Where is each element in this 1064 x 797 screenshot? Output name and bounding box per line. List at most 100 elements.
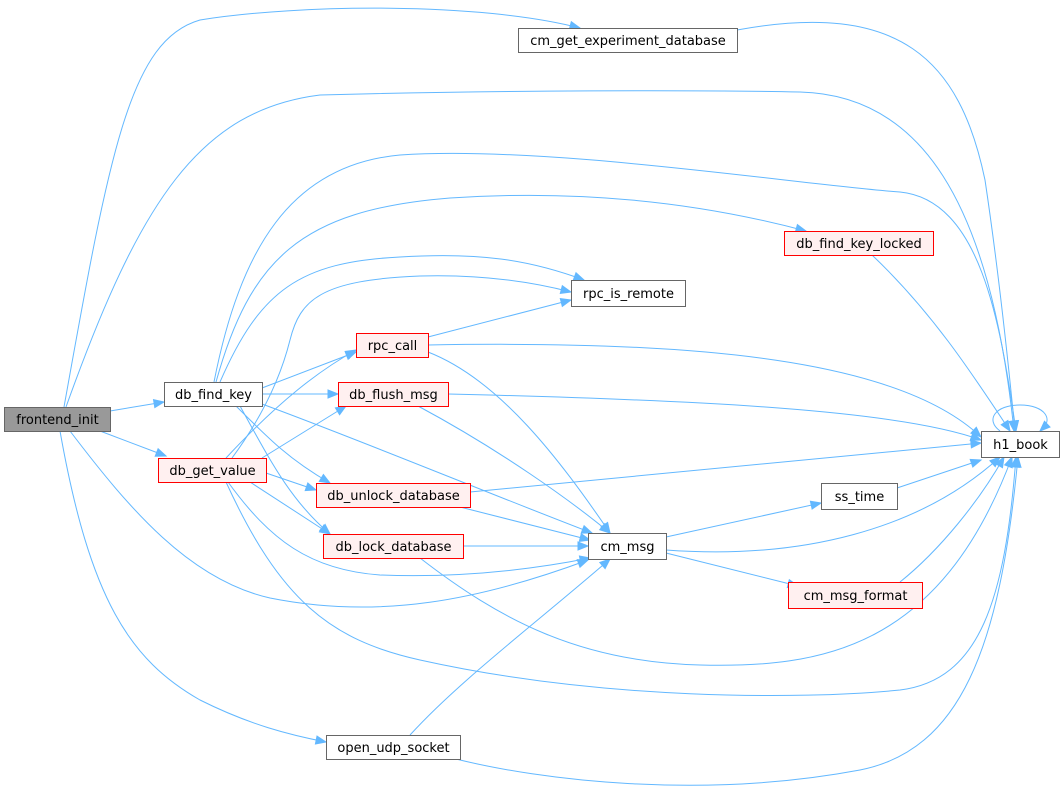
edge-line (219, 255, 585, 383)
edge-cm_msg-to-cm_msg_format (665, 552, 800, 589)
edge-db_find_key-to-h1_book (213, 152, 1020, 433)
node-box (821, 483, 898, 510)
arrowhead (1009, 419, 1020, 433)
node-box (326, 735, 461, 760)
node-label: db_unlock_database (327, 489, 460, 504)
edge-ss_time-to-h1_book (896, 458, 983, 489)
edge-db_get_value-to-db_unlock_database (265, 472, 318, 492)
node-db_unlock_database[interactable]: db_unlock_database (316, 483, 471, 508)
edge-db_find_key-to-rpc_is_remote (219, 255, 586, 383)
node-box (158, 458, 267, 483)
arrowhead (1012, 455, 1022, 468)
node-label: ss_time (835, 490, 884, 505)
edge-line (665, 552, 799, 587)
edge-frontend_init-to-h1_book (65, 90, 1018, 433)
edge-line (59, 430, 327, 743)
edge-line (239, 405, 331, 535)
node-rpc_call[interactable]: rpc_call (356, 333, 429, 358)
node-cm_get_experiment_database[interactable]: cm_get_experiment_database (518, 28, 738, 53)
edge-db_lock_database-to-h1_book (419, 455, 1013, 666)
edge-frontend_init-to-db_find_key (109, 399, 166, 412)
edge-line (871, 254, 1011, 432)
node-db_find_key[interactable]: db_find_key (164, 382, 263, 407)
edge-line (225, 349, 357, 459)
edge-line (896, 459, 982, 489)
edge-line (427, 351, 611, 534)
edge-cm_msg_format-to-h1_book (899, 455, 1005, 583)
arrowhead (1003, 455, 1013, 469)
arrowhead (152, 399, 166, 409)
edge-db_find_key_locked-to-h1_book (871, 254, 1011, 433)
node-label: db_lock_database (335, 540, 451, 555)
edge-line (665, 456, 1001, 553)
edge-db_unlock_database-to-h1_book (469, 439, 983, 493)
node-cm_msg[interactable]: cm_msg (588, 533, 667, 560)
arrowhead (344, 349, 358, 360)
node-label: h1_book (993, 438, 1048, 453)
node-cm_msg_format[interactable]: cm_msg_format (788, 582, 923, 609)
edge-line (992, 404, 1048, 432)
edge-line (409, 558, 611, 736)
arrowhead (577, 541, 590, 551)
edge-line (215, 194, 807, 383)
edge-cm_get_experiment_database-to-h1_book (736, 21, 1019, 433)
edge-db_find_key-to-db_find_key_locked (215, 194, 808, 383)
node-box (981, 431, 1060, 458)
edge-db_find_key-to-cm_msg (261, 403, 594, 534)
edge-line (419, 456, 1013, 666)
node-box (356, 333, 429, 358)
arrowhead (572, 271, 586, 281)
edge-db_get_value-to-db_lock_database (249, 481, 332, 535)
edge-line (213, 152, 1017, 432)
node-db_flush_msg[interactable]: db_flush_msg (338, 382, 449, 407)
arrowhead (969, 458, 983, 468)
edge-line (249, 481, 331, 535)
edge-db_get_value-to-db_flush_msg (261, 405, 348, 459)
node-box (323, 534, 464, 559)
edge-db_get_value-to-rpc_is_remote (231, 275, 573, 459)
arrowhead (598, 558, 612, 570)
node-open_udp_socket[interactable]: open_udp_socket (326, 735, 461, 760)
arrowhead (578, 555, 592, 565)
edge-line (227, 481, 591, 577)
node-label: db_get_value (169, 464, 255, 479)
node-db_lock_database[interactable]: db_lock_database (323, 534, 464, 559)
edge-rpc_call-to-h1_book (427, 343, 982, 438)
arrowhead (559, 298, 573, 308)
edge-db_flush_msg-to-h1_book (447, 393, 983, 441)
node-box (518, 28, 738, 53)
edge-frontend_init-to-open_udp_socket (59, 430, 328, 745)
edge-line (63, 7, 581, 408)
node-box (788, 582, 923, 609)
node-db_find_key_locked[interactable]: db_find_key_locked (784, 231, 934, 256)
edge-line (231, 275, 572, 459)
node-box (4, 407, 111, 432)
edge-db_find_key-to-db_unlock_database (235, 405, 332, 484)
arrowhead (334, 405, 348, 416)
node-rpc_is_remote[interactable]: rpc_is_remote (571, 280, 686, 307)
node-db_get_value[interactable]: db_get_value (158, 458, 267, 483)
edge-frontend_init-to-cm_msg (69, 430, 590, 608)
node-frontend_init[interactable]: frontend_init (4, 407, 111, 432)
node-ss_time[interactable]: ss_time (821, 483, 898, 510)
arrowhead (327, 389, 340, 399)
edge-line (65, 90, 1015, 432)
arrowhead (1000, 419, 1011, 433)
edge-db_get_value-to-cm_msg (227, 481, 592, 577)
edge-frontend_init-to-db_get_value (99, 430, 168, 457)
edge-line (736, 21, 1016, 432)
edge-line (447, 393, 982, 441)
edges-layer (59, 7, 1051, 786)
node-label: db_find_key_locked (796, 237, 921, 252)
edge-open_udp_socket-to-h1_book (455, 455, 1022, 786)
node-box (588, 533, 667, 560)
node-label: db_find_key (175, 388, 252, 403)
edge-cm_msg-to-ss_time (665, 500, 823, 538)
edge-line (261, 403, 593, 534)
node-label: frontend_init (16, 413, 98, 428)
edge-line (469, 442, 982, 493)
edge-line (459, 506, 591, 541)
arrowhead (314, 735, 328, 745)
node-h1_book[interactable]: h1_book (981, 431, 1060, 458)
